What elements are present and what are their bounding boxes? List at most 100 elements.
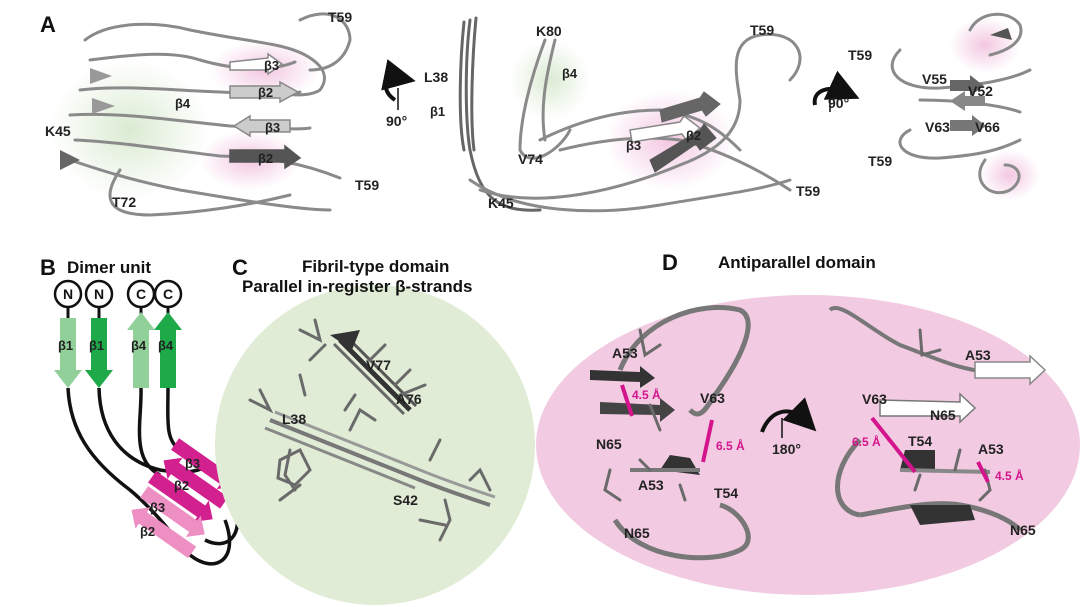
backbone-ribbon	[541, 38, 557, 142]
label-t59: T59	[750, 22, 774, 38]
label-v55: V55	[922, 71, 947, 87]
label-t59: T59	[328, 9, 352, 25]
strand-label: β1	[89, 338, 104, 353]
rotation-arrow-90-a: 90°	[381, 59, 416, 129]
green-domain-background	[215, 285, 535, 605]
rotation-arrow-90-b: 90°	[812, 70, 860, 112]
distance-line	[870, 416, 917, 474]
pink-sheet-light	[131, 486, 205, 559]
loop-line	[97, 387, 211, 474]
backbone-loop	[617, 305, 751, 417]
rotation-label: 180°	[772, 441, 801, 457]
strand-arrow	[92, 98, 115, 114]
strand-head	[330, 330, 360, 350]
backbone-strand	[264, 426, 416, 490]
backbone-ribbon	[470, 16, 478, 152]
loop-line	[188, 519, 232, 566]
rotation-arrow-180: 180°	[760, 397, 817, 457]
strand-label: β2	[174, 478, 189, 493]
rotation-label: 90°	[386, 113, 407, 129]
label-t59: T59	[796, 183, 820, 199]
panel-label-b: B	[40, 255, 56, 280]
strand-label: β3	[185, 456, 200, 471]
label-k45: K45	[45, 123, 71, 139]
label-t59: T59	[848, 47, 872, 63]
label-beta3: β3	[264, 58, 279, 73]
strand-beta3-light	[140, 486, 205, 537]
backbone-loop	[859, 501, 1022, 532]
strand-beta1-light	[54, 318, 82, 388]
backbone-ribbon	[890, 48, 1032, 90]
green-glow	[510, 40, 590, 120]
backbone-loop	[835, 438, 862, 518]
label-n65: N65	[624, 525, 650, 541]
rotate-icon	[381, 59, 416, 102]
backbone-ribbon	[468, 178, 792, 213]
strand-arrow-grey	[232, 114, 291, 138]
label-v63: V63	[700, 390, 725, 406]
label-beta1: β1	[430, 104, 445, 119]
strand-arrow-dark	[60, 150, 80, 170]
distance-label: 6.5 Å	[716, 438, 745, 453]
strand-dark	[600, 398, 675, 422]
backbone-ribbon	[968, 12, 1023, 57]
strand-white	[974, 354, 1047, 386]
backbone-ribbon	[83, 22, 326, 97]
strand-arrow-dark	[950, 75, 984, 96]
termini-row: N N C C	[53, 279, 183, 309]
strand-beta4-light	[127, 312, 155, 388]
pink-glow	[980, 150, 1040, 200]
panel-b-title: Dimer unit	[67, 258, 151, 277]
side-chain-sticks	[298, 318, 427, 397]
label-beta2: β2	[258, 151, 273, 166]
backbone-strand	[338, 338, 412, 412]
strand-label: β4	[158, 338, 174, 353]
label-beta2: β2	[686, 128, 701, 143]
distance-line	[620, 384, 634, 417]
panel-a: A T59 β3 β4 β2 K45 β3	[40, 9, 1040, 217]
fibril-strands: V77 A76 L38 S42	[248, 318, 496, 542]
label-a76: A76	[396, 391, 422, 407]
label-s42: S42	[393, 492, 418, 508]
label-n65: N65	[930, 407, 956, 423]
panel-c-title-line2: Parallel in-register β-strands	[242, 277, 473, 296]
strand-label: β2	[140, 524, 155, 539]
rotate-icon	[760, 397, 817, 433]
label-a53: A53	[965, 347, 991, 363]
label-v63: V63	[925, 119, 950, 135]
distance-label: 4.5 Å	[632, 387, 661, 402]
distance-line	[701, 419, 714, 463]
strand-label: β3	[150, 500, 165, 515]
label-l38: L38	[424, 69, 448, 85]
side-chain-sticks	[913, 328, 992, 502]
terminus-label: N	[94, 286, 104, 302]
label-t59: T59	[868, 153, 892, 169]
backbone-ribbon	[464, 18, 542, 212]
backbone-ribbon	[518, 38, 572, 160]
strand-label: β4	[131, 338, 147, 353]
label-beta4: β4	[175, 96, 191, 111]
backbone-loop	[612, 502, 751, 561]
label-t59: T59	[355, 177, 379, 193]
terminus-label: N	[63, 286, 73, 302]
strand-arrow-dark	[229, 144, 302, 170]
panel-label-d: D	[662, 250, 678, 275]
panel-a-right-structure: T59 V55 V52 V63 V66 T59	[848, 12, 1040, 200]
panel-a-left-structure: T59 β3 β4 β2 K45 β3 β2 T59 T72	[45, 9, 379, 217]
panel-label-a: A	[40, 12, 56, 37]
panel-d: D Antiparallel domain A53 V63 N65 T54 A5…	[536, 250, 1080, 595]
strand-arrow-grey	[950, 115, 986, 136]
strand-arrow-white	[229, 52, 284, 76]
panel-b: B Dimer unit N N C C β1 β1 β4 β4	[40, 255, 240, 566]
strand-white	[879, 392, 977, 424]
label-t72: T72	[112, 194, 136, 210]
strand-beta1-dark	[85, 318, 113, 388]
pink-glow	[950, 17, 1020, 73]
panel-d-right-structure: A53 V63 N65 T54 A53 N65 6.5 Å 4.5 Å	[828, 306, 1047, 538]
strand-arrow-dark	[659, 91, 721, 123]
strand-arrow-dark	[990, 28, 1012, 40]
label-a53: A53	[612, 345, 638, 361]
label-n65: N65	[1010, 522, 1036, 538]
label-v74: V74	[518, 151, 543, 167]
